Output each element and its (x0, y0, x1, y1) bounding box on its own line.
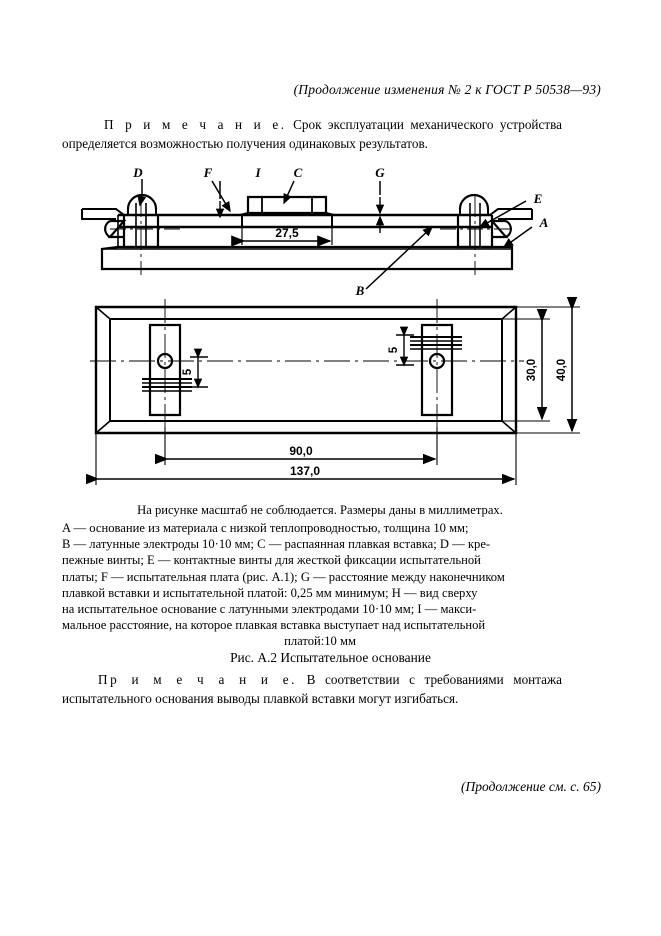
dimension-inner-height: 30,0 (526, 359, 538, 381)
callout-label-b: B (355, 283, 365, 298)
callout-label-e: E (533, 191, 543, 206)
figure-legend: A — основание из материала с низкой тепл… (62, 520, 578, 650)
legend-line: на испытательное основание с латунными э… (62, 602, 477, 617)
top-note-label: П р и м е ч а н и е. (104, 117, 287, 132)
legend-line: пежные винты; E — контактные винты для ж… (62, 553, 481, 568)
callout-label-i: I (254, 165, 261, 180)
dimension-total-length: 137,0 (290, 464, 320, 478)
dimension-fuse-length: 27,5 (275, 226, 299, 240)
dimension-electrode-offset-left: 5 (182, 368, 194, 375)
dimension-outer-height: 40,0 (556, 359, 568, 381)
legend-line: A — основание из материала с низкой тепл… (62, 521, 469, 535)
bottom-note-label: Пр и м е ч а н и е. (98, 672, 298, 687)
page-footer-note: (Продолжение см. с. 65) (461, 779, 601, 794)
callout-label-g: G (375, 165, 385, 180)
top-note-paragraph: П р и м е ч а н и е. Срок эксплуатации м… (62, 115, 562, 153)
page-header-note: (Продолжение изменения № 2 к ГОСТ Р 5053… (293, 82, 601, 97)
top-note-text: Срок эксплуатации механического устройст… (62, 117, 562, 151)
callout-label-f: F (203, 165, 213, 180)
bottom-note-paragraph: Пр и м е ч а н и е. В соответствии с тре… (62, 670, 562, 708)
figure-caption: Рис. А.2 Испытательное основание (230, 650, 431, 665)
dimension-electrode-span: 90,0 (289, 444, 313, 458)
callout-label-d: D (132, 165, 143, 180)
dimension-electrode-offset-right: 5 (388, 346, 400, 353)
callout-label-c: C (294, 165, 303, 180)
bottom-note-text: В соответствии с требованиями монтажа ис… (62, 672, 562, 706)
figure-a2-drawing: 27,5 (80, 165, 600, 495)
legend-line: платы; F — испытательная плата (рис. А.1… (62, 569, 505, 584)
legend-line: B — латунные электроды 10·10 мм; C — рас… (62, 537, 491, 552)
legend-line: мальное расстояние, на которое плавкая в… (62, 618, 486, 633)
legend-line: платой:10 мм (284, 634, 356, 649)
figure-scale-note: На рисунке масштаб не соблюдается. Разме… (137, 503, 503, 517)
legend-line: плавкой вставки и испытательной платой: … (62, 585, 478, 600)
callout-label-a: A (539, 215, 549, 230)
